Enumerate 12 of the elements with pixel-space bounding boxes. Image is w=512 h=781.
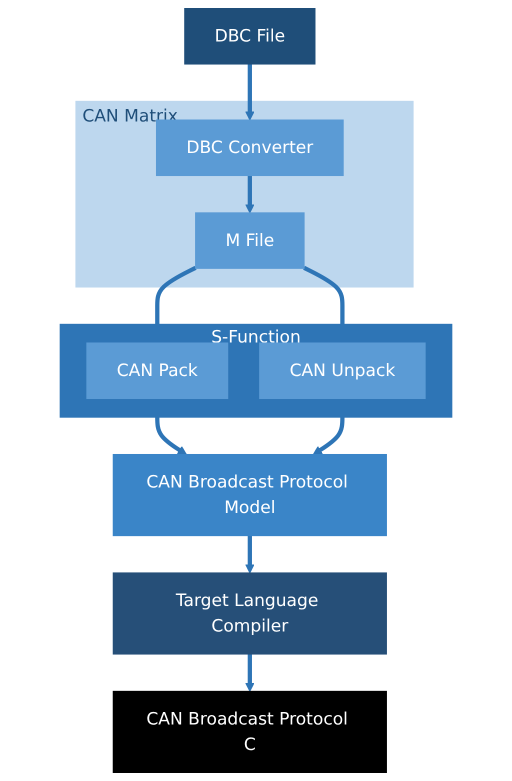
node-box: CAN Pack bbox=[86, 342, 228, 400]
node-box: DBC File bbox=[184, 8, 316, 65]
arrow bbox=[245, 654, 255, 692]
node-box: DBC Converter bbox=[156, 120, 344, 176]
node-box: CAN Unpack bbox=[259, 342, 426, 400]
node-box: M File bbox=[195, 212, 305, 269]
arrow bbox=[245, 176, 255, 214]
node-box: Target Language Compiler bbox=[112, 572, 387, 655]
arrow bbox=[245, 536, 255, 574]
node-box: CAN Broadcast Protocol C bbox=[112, 690, 387, 773]
node-box: CAN Broadcast Protocol Model bbox=[112, 454, 387, 536]
arrow bbox=[245, 64, 255, 120]
